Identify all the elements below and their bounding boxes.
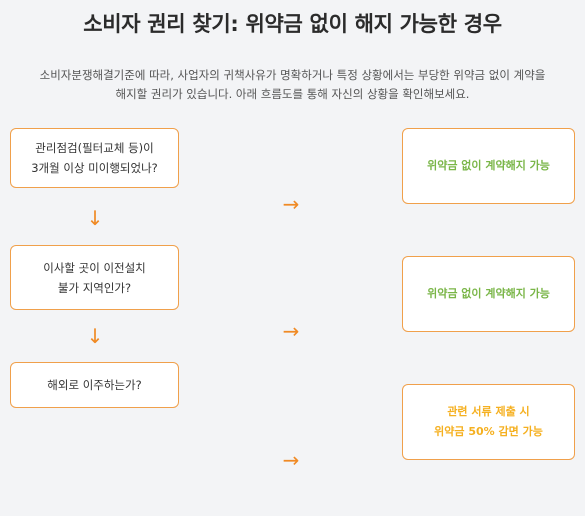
intro-line-2: 해지할 권리가 있습니다. 아래 흐름도를 통해 자신의 상황을 확인해보세요.	[115, 87, 470, 101]
arrow-right-icon: →	[282, 192, 300, 216]
intro-line-1: 소비자분쟁해결기준에 따라, 사업자의 귀책사유가 명확하거나 특정 상황에서는…	[39, 68, 546, 82]
question-text: 이사할 곳이 이전설치	[43, 260, 146, 275]
result-box-penalty-reduction: 관련 서류 제출 시 위약금 50% 감면 가능	[402, 384, 575, 460]
question-box-maintenance: 관리점검(필터교체 등)이 3개월 이상 미이행되었나?	[10, 128, 179, 188]
question-text: 불가 지역인가?	[57, 280, 132, 295]
question-text: 해외로 이주하는가?	[47, 378, 142, 392]
arrow-down-icon: ↓	[86, 324, 104, 348]
page-title: 소비자 권리 찾기: 위약금 없이 해지 가능한 경우	[83, 12, 502, 36]
arrow-right-icon: →	[282, 448, 300, 472]
question-box-relocation: 이사할 곳이 이전설치 불가 지역인가?	[10, 245, 179, 310]
arrow-right-icon: →	[282, 319, 300, 343]
question-text: 3개월 이상 미이행되었나?	[31, 161, 158, 175]
result-text: 위약금 없이 계약해지 가능	[427, 287, 550, 300]
result-text: 관련 서류 제출 시	[447, 405, 530, 418]
arrow-down-icon: ↓	[86, 206, 104, 230]
result-text: 위약금 없이 계약해지 가능	[427, 159, 550, 172]
result-box-terminate-free: 위약금 없이 계약해지 가능	[402, 128, 575, 204]
question-box-emigration: 해외로 이주하는가?	[10, 362, 179, 408]
result-box-terminate-free: 위약금 없이 계약해지 가능	[402, 256, 575, 332]
question-text: 관리점검(필터교체 등)이	[35, 141, 154, 155]
intro-text: 소비자분쟁해결기준에 따라, 사업자의 귀책사유가 명확하거나 특정 상황에서는…	[8, 66, 577, 104]
result-text: 위약금 50% 감면 가능	[434, 425, 543, 438]
